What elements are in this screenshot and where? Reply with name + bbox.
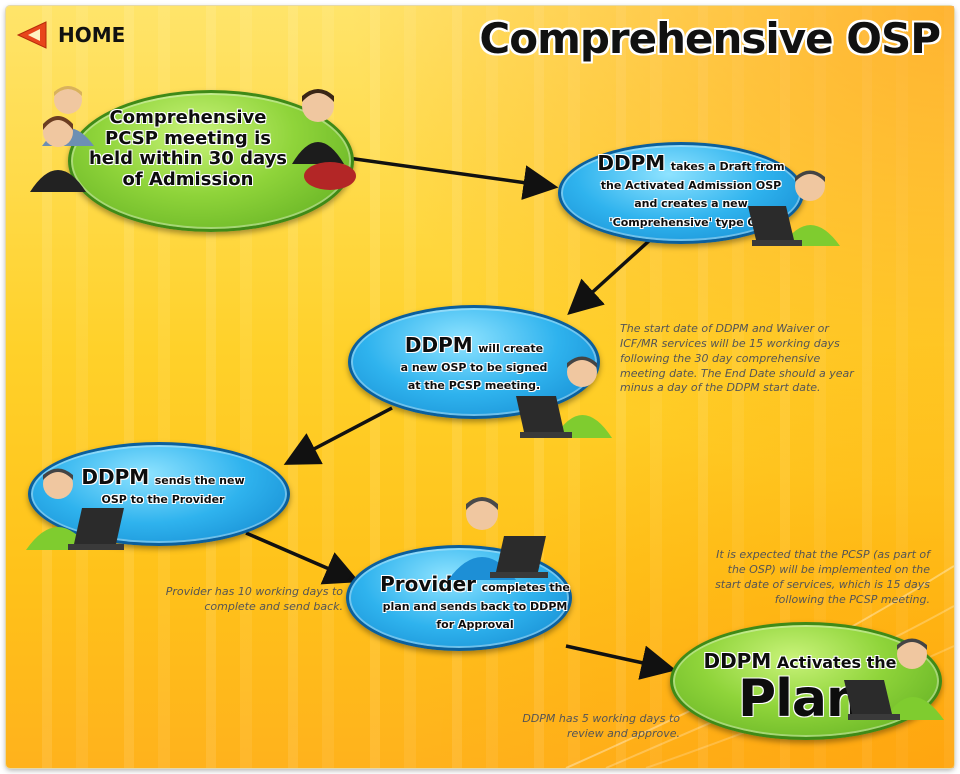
- arrow-2: [567, 238, 652, 316]
- arrow-5: [565, 644, 677, 680]
- step-6-text: DDPM Activates the: [700, 650, 900, 673]
- step-3-body-a: will create: [478, 342, 544, 355]
- laptop-user-icon: [516, 356, 612, 438]
- home-button[interactable]: HOME: [16, 20, 125, 50]
- page-title: Comprehensive OSP: [479, 14, 941, 63]
- arrow-1: [347, 156, 559, 200]
- step-6-plan: Plan: [738, 669, 863, 729]
- step-1-text: Comprehensive PCSP meeting is held withi…: [88, 107, 288, 191]
- laptop-user-icon: [748, 170, 840, 246]
- step-5-body-a: completes the: [481, 581, 570, 594]
- note-approve: DDPM has 5 working days to review and ap…: [522, 712, 680, 740]
- home-label: HOME: [58, 23, 126, 47]
- step-6-bubble: [670, 622, 942, 740]
- step-6-body: Activates the: [776, 653, 897, 672]
- step-5-body-b: plan and sends back to DDPM for Approval: [382, 600, 568, 632]
- meeting-person-icon: [292, 89, 356, 190]
- step-5-text: Provider completes the plan and sends ba…: [378, 573, 572, 633]
- note-implemented: It is expected that the PCSP (as part of…: [715, 548, 930, 606]
- note-provider: Provider has 10 working days to complete…: [165, 585, 343, 613]
- step-6-lead: DDPM: [703, 649, 772, 673]
- step-2-lead: DDPM: [597, 151, 666, 175]
- back-arrow-icon: [16, 21, 47, 49]
- step-4-lead: DDPM: [81, 465, 150, 489]
- step-3-lead: DDPM: [404, 333, 473, 357]
- step-2-body: takes a Draft from the Activated Admissi…: [600, 160, 785, 229]
- provider-laptop-icon: [448, 497, 548, 580]
- step-2-text: DDPM takes a Draft from the Activated Ad…: [588, 152, 794, 230]
- note-start-date: The start date of DDPM and Waiver or ICF…: [620, 322, 854, 395]
- arrow-3: [283, 406, 393, 465]
- arrow-4: [245, 531, 360, 585]
- laptop-user-icon: [844, 638, 944, 720]
- step-3-body-b: a new OSP to be signed at the PCSP meeti…: [400, 361, 548, 393]
- step-4-body-a: sends the new: [154, 474, 245, 487]
- meeting-people-icon: [30, 86, 94, 192]
- step-3-text: DDPM will create a new OSP to be signed …: [394, 334, 554, 394]
- step-4-body-b: OSP to the Provider: [101, 493, 225, 506]
- laptop-user-icon: [26, 468, 124, 550]
- step-3-bubble: [348, 305, 600, 419]
- step-4-bubble: [28, 442, 290, 546]
- step-4-text: DDPM sends the new OSP to the Provider: [68, 466, 258, 507]
